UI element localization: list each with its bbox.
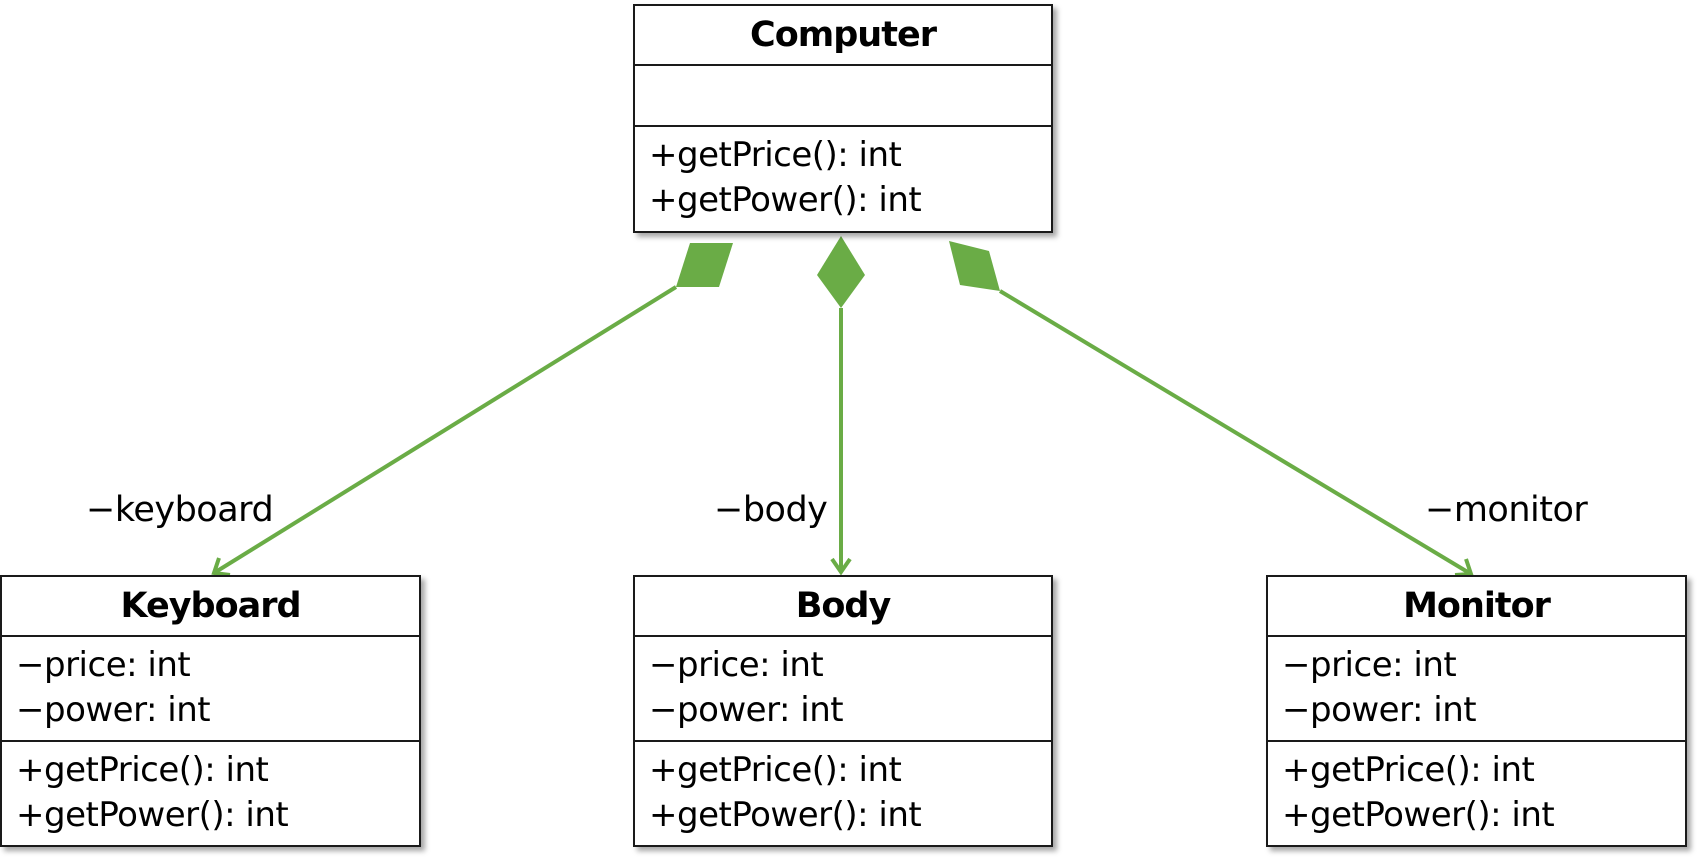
class-body[interactable]: Body −price: int −power: int +getPrice()…: [633, 575, 1053, 847]
arrowhead-monitor-icon: [1454, 558, 1474, 577]
arrowhead-body-icon: [830, 557, 852, 576]
role-label-keyboard: −keyboard: [86, 490, 274, 530]
operations-compartment-keyboard: +getPrice(): int +getPower(): int: [2, 742, 419, 838]
composition-monitor: [949, 241, 1474, 577]
class-name-keyboard: Keyboard: [2, 577, 419, 637]
association-line-monitor: [998, 289, 1473, 576]
attribute-power: −power: int: [1282, 690, 1477, 730]
operation-getprice: +getPrice(): int: [1282, 750, 1535, 790]
attribute-price: −price: int: [16, 645, 191, 685]
association-line-keyboard: [212, 285, 678, 575]
composition-keyboard: [211, 243, 733, 577]
role-label-body: −body: [714, 490, 828, 530]
class-computer[interactable]: Computer +getPrice(): int +getPower(): i…: [633, 4, 1053, 233]
class-name-body: Body: [635, 577, 1051, 637]
class-name-computer: Computer: [635, 6, 1051, 66]
attribute-power: −power: int: [649, 690, 844, 730]
operation-getpower: +getPower(): int: [16, 795, 289, 835]
attributes-compartment-keyboard: −price: int −power: int: [2, 637, 419, 742]
class-monitor[interactable]: Monitor −price: int −power: int +getPric…: [1266, 575, 1687, 847]
operation-getprice: +getPrice(): int: [16, 750, 269, 790]
attributes-compartment-body: −price: int −power: int: [635, 637, 1051, 742]
attributes-compartment-computer: [635, 66, 1051, 127]
role-label-monitor: −monitor: [1425, 490, 1588, 530]
operations-compartment-computer: +getPrice(): int +getPower(): int: [635, 127, 1051, 223]
class-keyboard[interactable]: Keyboard −price: int −power: int +getPri…: [0, 575, 421, 847]
attribute-price: −price: int: [1282, 645, 1457, 685]
composition-diamond-body-icon: [817, 236, 865, 308]
operation-getprice: +getPrice(): int: [649, 750, 902, 790]
composition-diamond-monitor-icon: [949, 241, 1000, 291]
operations-compartment-monitor: +getPrice(): int +getPower(): int: [1268, 742, 1685, 838]
composition-body: [817, 236, 865, 576]
operation-getpower: +getPower(): int: [649, 180, 922, 220]
attributes-compartment-monitor: −price: int −power: int: [1268, 637, 1685, 742]
class-name-monitor: Monitor: [1268, 577, 1685, 637]
operation-getpower: +getPower(): int: [649, 795, 922, 835]
operation-getpower: +getPower(): int: [1282, 795, 1555, 835]
composition-diamond-keyboard-icon: [676, 243, 733, 287]
arrowhead-keyboard-icon: [211, 557, 231, 577]
operation-getprice: +getPrice(): int: [649, 135, 902, 175]
operations-compartment-body: +getPrice(): int +getPower(): int: [635, 742, 1051, 838]
attribute-power: −power: int: [16, 690, 211, 730]
attribute-price: −price: int: [649, 645, 824, 685]
